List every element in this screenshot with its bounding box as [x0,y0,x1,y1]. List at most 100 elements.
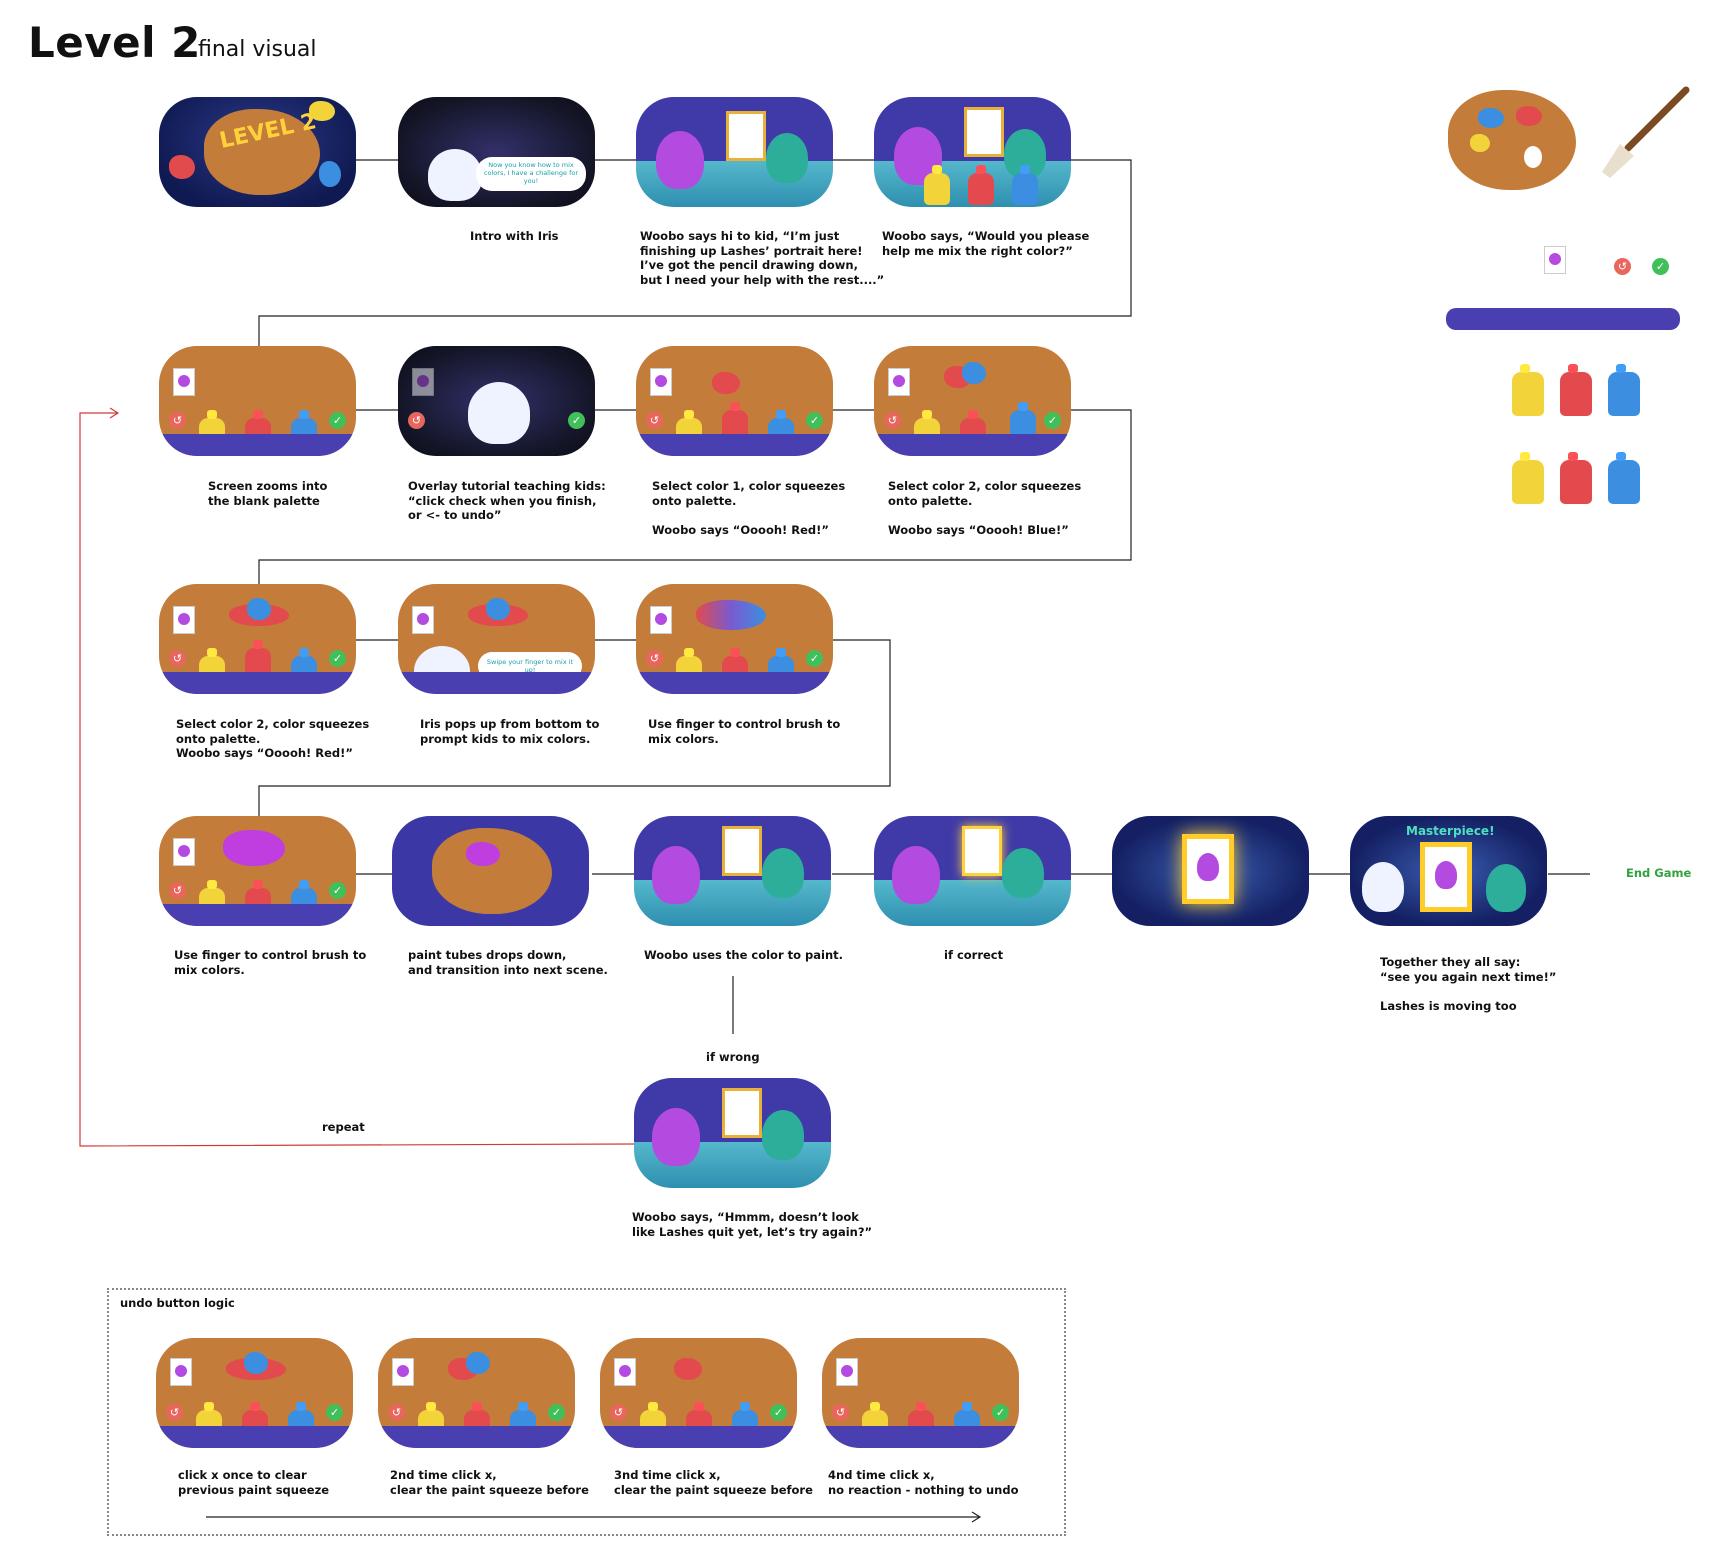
red-tube-squeezed-icon [1560,460,1592,504]
frame-select-color-2-blue: ↺ ✓ [874,346,1071,456]
red-tube-icon [722,410,748,442]
frame-undo-step: ↺ ✓ [378,1338,575,1448]
easel-icon [962,826,1002,876]
undo-icon: ↺ [169,650,186,667]
undo-step-caption: 4nd time click x, no reaction - nothing … [828,1468,1019,1497]
frame-transition [392,816,589,926]
yellow-tube-icon [199,418,225,450]
red-tube-icon [245,648,271,680]
check-icon: ✓ [992,1404,1009,1421]
blue-tube-icon [1012,173,1038,205]
portrait-card-icon [412,606,434,634]
check-icon: ✓ [326,1404,343,1421]
undo-step-caption: 3nd time click x, clear the paint squeez… [614,1468,813,1497]
yellow-tube-icon [640,1410,666,1442]
red-tube-icon [686,1410,712,1442]
red-tube-icon [1560,372,1592,416]
frame-woobo-greeting [636,97,833,207]
caption: Woobo says, “Would you please help me mi… [882,229,1089,258]
blue-tube-icon [291,418,317,450]
blue-tube-icon [768,418,794,450]
check-icon: ✓ [548,1404,565,1421]
caption: Screen zooms into the blank palette [208,479,327,508]
blue-tube-icon [291,888,317,920]
frame-undo-step: ↺ ✓ [600,1338,797,1448]
mixing-paint-blob [696,600,766,630]
portrait-card-icon [1544,246,1566,274]
caption: Overlay tutorial teaching kids: “click c… [408,479,606,523]
portrait-card-icon [412,368,434,396]
blue-tube-icon [1010,410,1036,442]
portrait-card-icon [650,368,672,396]
blue-paint-blob [247,598,271,620]
red-paint-blob [674,1358,702,1380]
check-icon: ✓ [1044,412,1061,429]
frame-blank-palette: ↺ ✓ [159,346,356,456]
caption: Select color 2, color squeezes onto pale… [176,717,369,761]
portrait-card-icon [650,606,672,634]
yellow-tube-icon [862,1410,888,1442]
caption: Woobo uses the color to paint. [644,948,843,963]
speech-bubble: Now you know how to mix colors, I have a… [476,157,586,191]
blue-tube-icon [768,656,794,688]
check-icon: ✓ [770,1404,787,1421]
red-tube-icon [245,418,271,450]
red-paint-blob [712,372,740,394]
blue-splat [319,161,341,187]
portrait-card-icon [888,368,910,396]
yellow-tube-icon [418,1410,444,1442]
frame-level-title: LEVEL 2 [159,97,356,207]
yellow-tube-icon [676,418,702,450]
frame-portrait-glow [1112,816,1309,926]
red-tube-icon [960,418,986,450]
undo-icon: ↺ [1614,258,1631,275]
portrait-frame-icon [1182,834,1234,904]
blue-tube-icon [510,1410,536,1442]
easel-icon [722,1088,762,1138]
lashes-character [1002,848,1044,898]
caption: Together they all say: “see you again ne… [1380,955,1556,1013]
undo-icon: ↺ [832,1404,849,1421]
repeat-label: repeat [322,1120,365,1135]
caption: Woobo says hi to kid, “I’m just finishin… [640,229,884,287]
frame-undo-step: ↺ ✓ [156,1338,353,1448]
woobo-character [652,846,700,904]
if-wrong-label: if wrong [706,1050,760,1065]
portrait-frame-icon [1420,842,1472,912]
red-splat [169,155,195,179]
portrait-card-icon [392,1358,414,1386]
undo-icon: ↺ [646,412,663,429]
frame-masterpiece: Masterpiece! [1350,816,1547,926]
red-tube-icon [464,1410,490,1442]
frame-undo-step: ↺ ✓ [822,1338,1019,1448]
lashes-character [762,848,804,898]
check-icon: ✓ [329,650,346,667]
frame-correct [874,816,1071,926]
undo-icon: ↺ [166,1404,183,1421]
iris-character [1362,862,1404,912]
portrait-card-icon [170,1358,192,1386]
palette-icon [1448,90,1576,190]
check-icon: ✓ [568,412,585,429]
woobo-character [656,131,704,189]
undo-step-caption: 2nd time click x, clear the paint squeez… [390,1468,589,1497]
frame-wrong [634,1078,831,1188]
portrait-card-icon [836,1358,858,1386]
speech-bubble: Swipe your finger to mix it up! [478,652,582,680]
yellow-tube-icon [914,418,940,450]
yellow-tube-icon [196,1410,222,1442]
portrait-card-icon [173,368,195,396]
woobo-character [892,846,940,904]
iris-character [414,646,470,694]
undo-icon: ↺ [388,1404,405,1421]
frame-tutorial-overlay: ↺ ✓ [398,346,595,456]
repeat-connector [80,413,634,1146]
caption: Select color 1, color squeezes onto pale… [652,479,845,537]
caption: Iris pops up from bottom to prompt kids … [420,717,599,746]
paintbrush-icon [1598,86,1690,182]
caption: paint tubes drops down, and transition i… [408,948,608,977]
caption: Use finger to control brush to mix color… [648,717,840,746]
frame-woobo-ask [874,97,1071,207]
end-game-label: End Game [1626,866,1691,881]
blue-paint-blob [962,362,986,384]
